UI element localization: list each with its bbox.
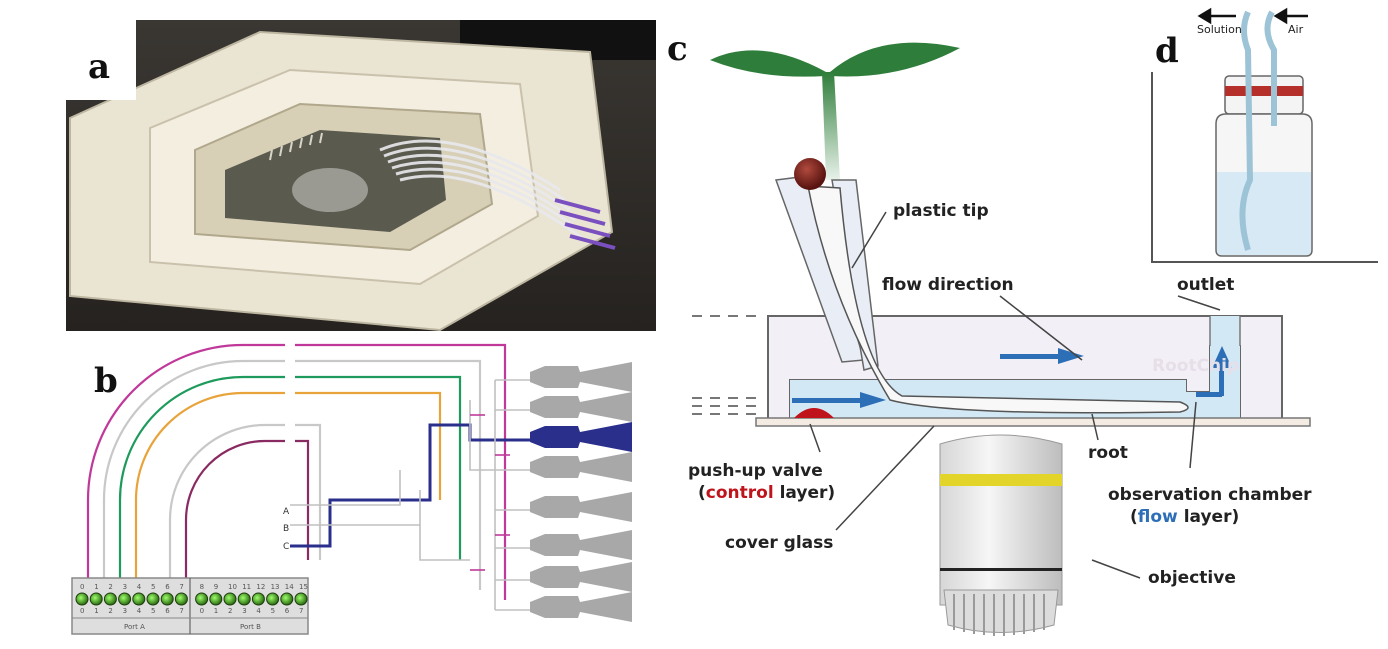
valve-led [174, 592, 188, 606]
push-up-valve-label: push-up valve [688, 461, 823, 481]
control-layer-label: (control layer) [698, 483, 835, 503]
led-bottom-number: 4 [137, 607, 142, 615]
panel-b-schematic [86, 343, 545, 611]
led-top-number: 4 [137, 583, 142, 591]
panel-c-diagram [692, 42, 1311, 636]
panel-c-letter: c [667, 29, 688, 69]
led-bottom-number: 0 [200, 607, 204, 615]
panel-b-controller [71, 577, 309, 635]
led-top-number: 15 [299, 583, 308, 591]
inlet-c-label: C [283, 542, 289, 552]
air-label: Air [1288, 23, 1304, 36]
valve-led [294, 592, 308, 606]
led-top-number: 7 [179, 583, 183, 591]
solution-label: Solution [1197, 23, 1242, 36]
led-bottom-number: 7 [179, 607, 183, 615]
led-bottom-number: 5 [271, 607, 275, 615]
led-top-number: 9 [214, 583, 218, 591]
valve-led [89, 592, 103, 606]
valve-led [160, 592, 174, 606]
led-top-number: 12 [256, 583, 265, 591]
leaf-left [710, 50, 826, 77]
led-top-number: 1 [94, 583, 98, 591]
inlet-b-label: B [283, 524, 289, 534]
led-bottom-number: 1 [94, 607, 98, 615]
led-bottom-number: 2 [108, 607, 112, 615]
valve-led [75, 592, 89, 606]
valve-led [146, 592, 160, 606]
observation-chamber-label: observation chamber [1108, 485, 1312, 505]
valve-led [266, 592, 280, 606]
valve-led [223, 592, 237, 606]
panel-b-letter: b [94, 361, 118, 401]
led-top-number: 10 [228, 583, 237, 591]
flow-direction-label: flow direction [882, 275, 1014, 295]
led-top-number: 14 [285, 583, 294, 591]
led-bottom-number: 1 [214, 607, 218, 615]
valve-led [280, 592, 294, 606]
valve-led [209, 592, 223, 606]
led-bottom-number: 2 [228, 607, 232, 615]
valve-led [237, 592, 251, 606]
inlet-a-label: A [283, 507, 290, 517]
port-b-label: Port B [240, 623, 261, 631]
port-a-label: Port A [124, 623, 145, 631]
panel-a-photo [66, 20, 656, 332]
led-bottom-number: 3 [123, 607, 127, 615]
led-top-number: 8 [200, 583, 204, 591]
outlet-label: outlet [1177, 275, 1234, 295]
objective-label: objective [1148, 568, 1236, 588]
panel-a-letter: a [88, 47, 110, 87]
valve-led [195, 592, 209, 606]
flow-layer-label: (flow layer) [1130, 507, 1239, 527]
root-label: root [1088, 443, 1128, 463]
leaf-right [830, 42, 960, 77]
led-bottom-number: 6 [165, 607, 170, 615]
led-top-number: 13 [271, 583, 280, 591]
led-top-number: 3 [123, 583, 127, 591]
led-top-number: 6 [165, 583, 170, 591]
valve-led [251, 592, 265, 606]
led-bottom-number: 5 [151, 607, 155, 615]
cover-glass-label: cover glass [725, 533, 833, 553]
valve-led [118, 592, 132, 606]
valve-led [103, 592, 117, 606]
panel-d-diagram [1151, 7, 1378, 263]
led-top-number: 2 [108, 583, 112, 591]
led-top-number: 11 [242, 583, 251, 591]
led-bottom-number: 6 [285, 607, 290, 615]
led-top-number: 5 [151, 583, 155, 591]
led-bottom-number: 0 [80, 607, 84, 615]
panel-d-letter: d [1155, 31, 1179, 71]
plastic-tip-label: plastic tip [893, 201, 989, 221]
valve-led [132, 592, 146, 606]
led-bottom-number: 3 [242, 607, 246, 615]
led-top-number: 0 [80, 583, 84, 591]
rootchip-watermark: RootChip [1152, 356, 1239, 376]
panel-b-outlets [530, 362, 632, 622]
led-bottom-number: 7 [299, 607, 303, 615]
led-bottom-number: 4 [256, 607, 261, 615]
